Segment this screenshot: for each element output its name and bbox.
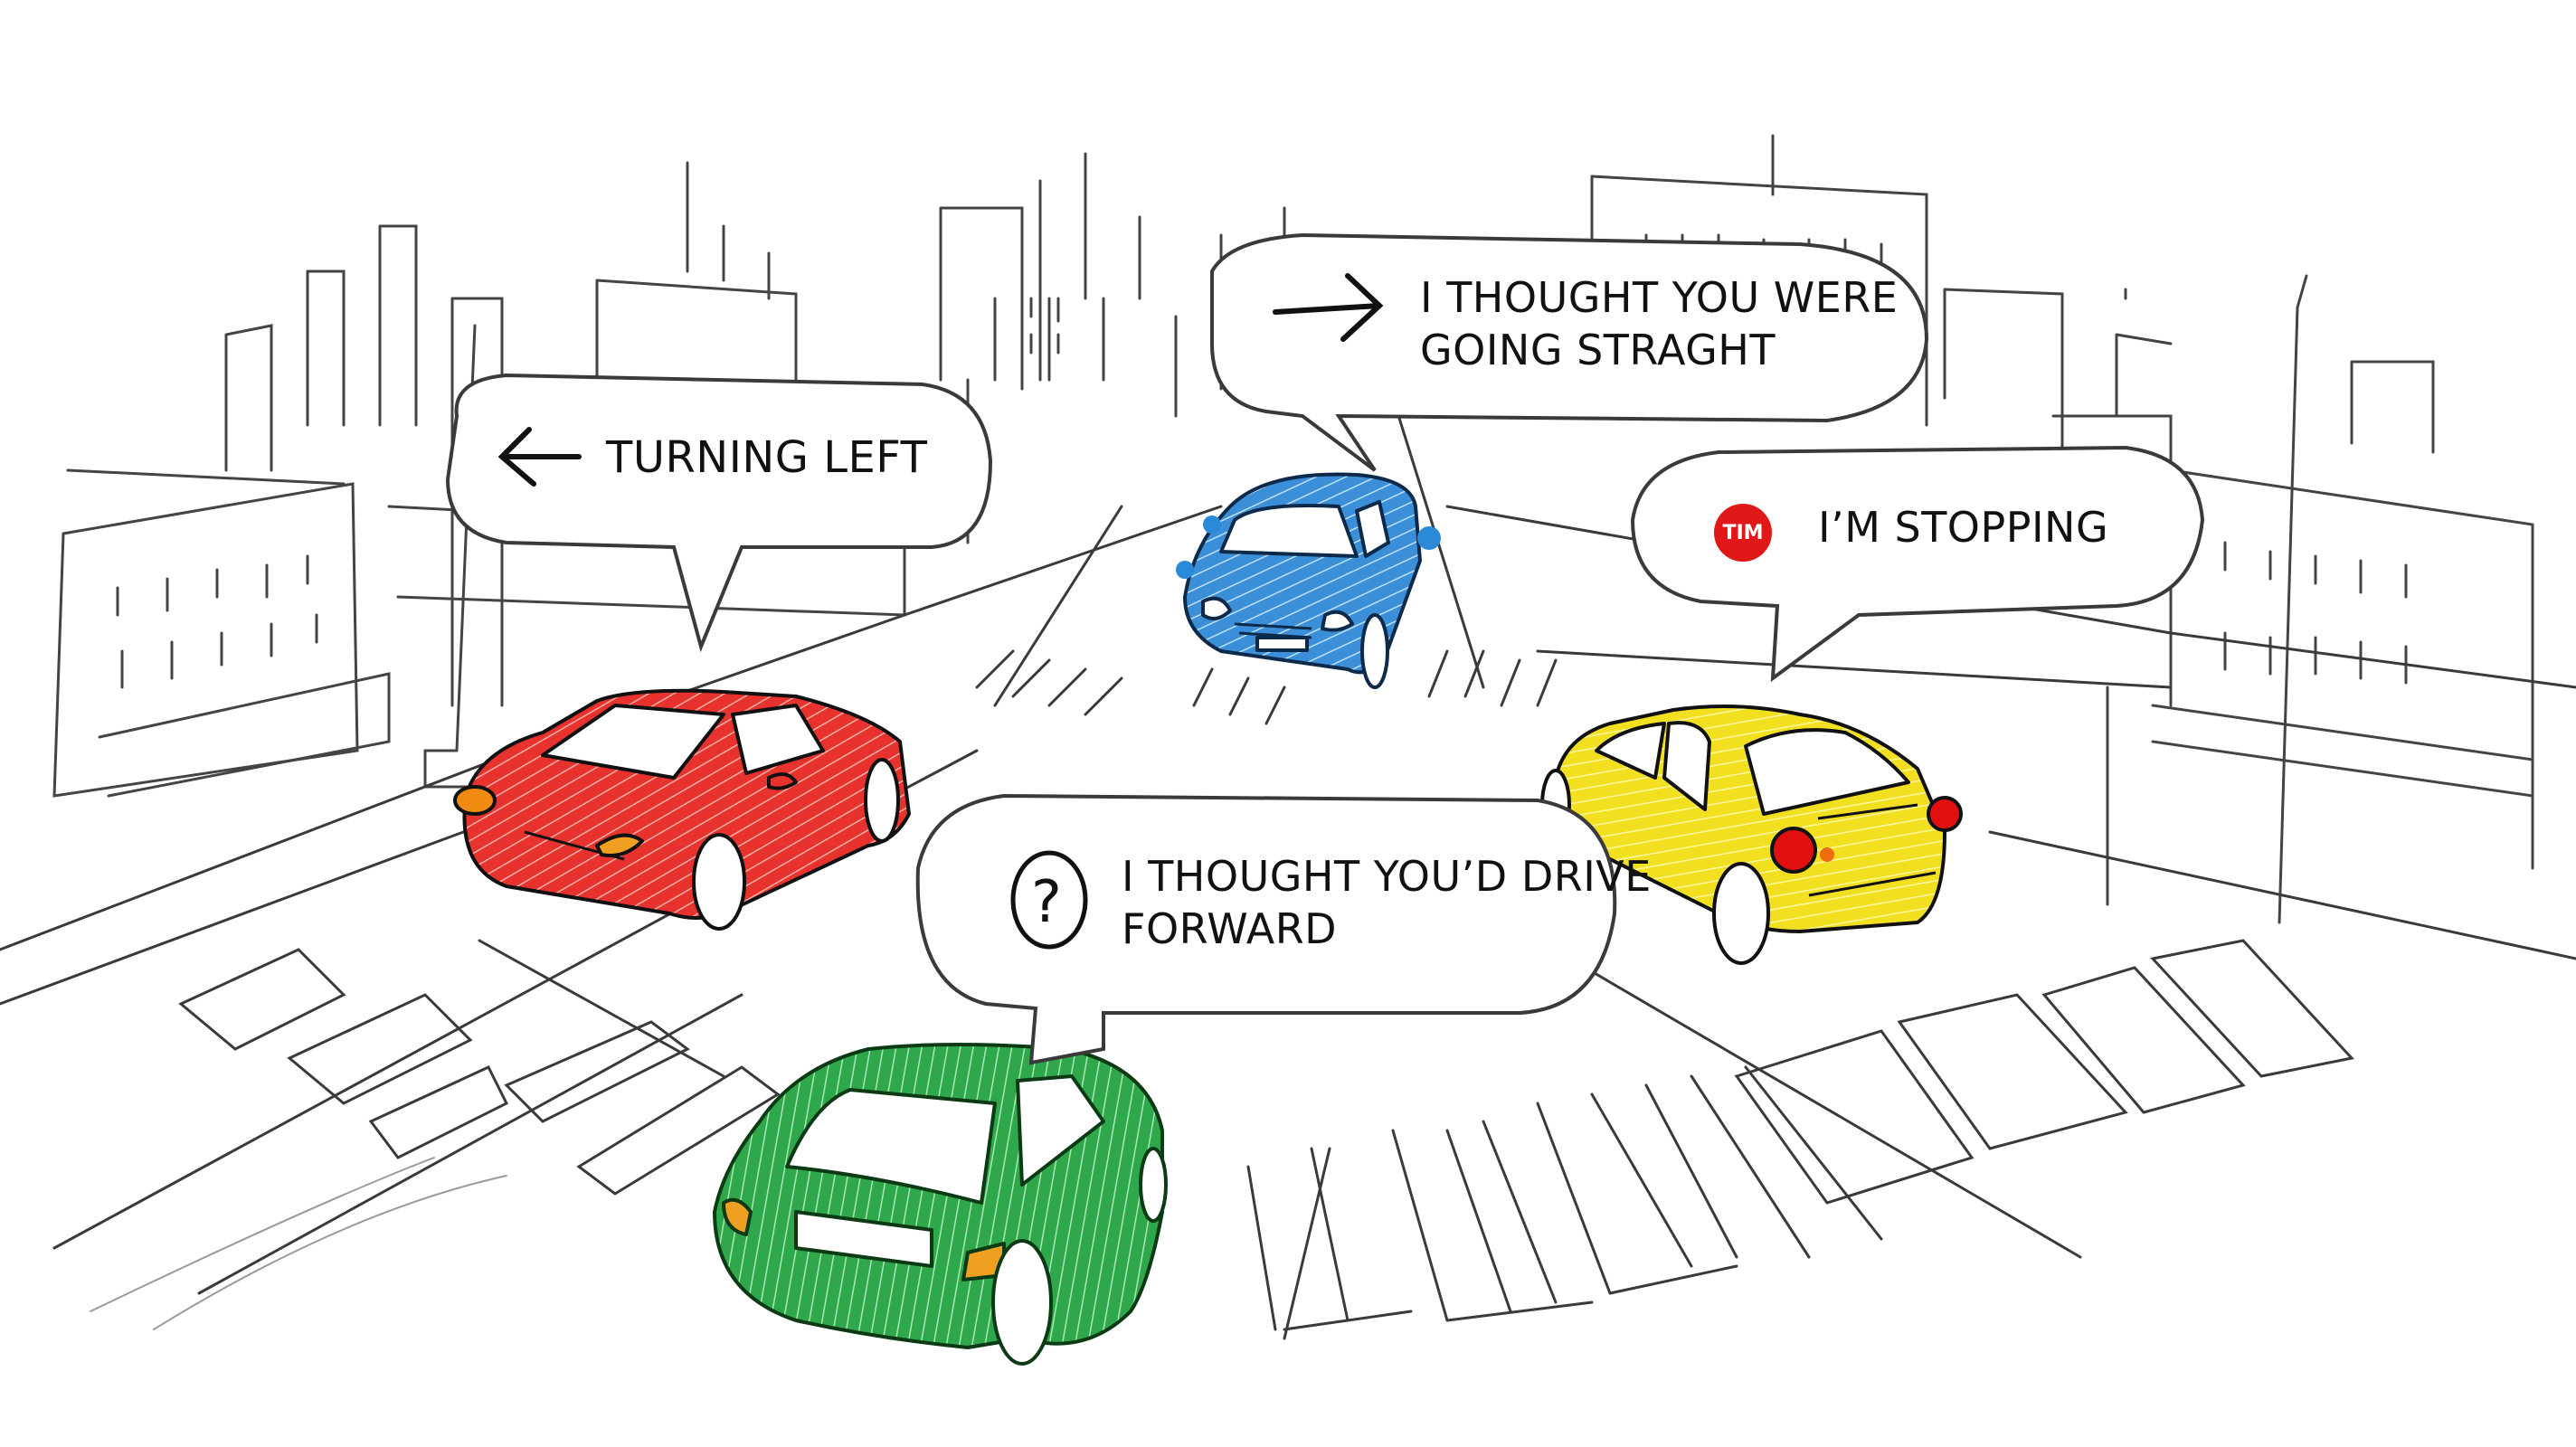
arrow-left-icon — [497, 427, 582, 487]
speech-bubble-red-car — [445, 373, 993, 653]
bubble-text-drive-forward-line-1: I THOUGHT YOU’D DRIVE — [1122, 852, 1652, 901]
question-circle-icon — [1010, 850, 1088, 950]
arrow-right-icon — [1273, 273, 1384, 342]
question-mark-glyph: ? — [1031, 869, 1063, 936]
bubble-text-going-straight-line-2: GOING STRAGHT — [1420, 326, 1776, 374]
yellow-car — [1540, 705, 1963, 965]
red-car — [453, 688, 911, 931]
bubble-text-turning-left: TURNING LEFT — [606, 432, 928, 483]
tim-badge-icon: TIM — [1714, 504, 1772, 562]
green-car — [713, 1043, 1168, 1366]
bubble-text-im-stopping: I’M STOPPING — [1818, 503, 2109, 552]
bubble-text-drive-forward-line-2: FORWARD — [1122, 904, 1338, 953]
speech-bubble-yellow-car — [1630, 445, 2205, 683]
bubble-text-going-straight-line-1: I THOUGHT YOU WERE — [1420, 273, 1899, 322]
blue-car — [1176, 472, 1441, 689]
speech-bubble-blue-car — [1210, 232, 1929, 472]
speech-bubble-green-car — [915, 793, 1617, 1065]
